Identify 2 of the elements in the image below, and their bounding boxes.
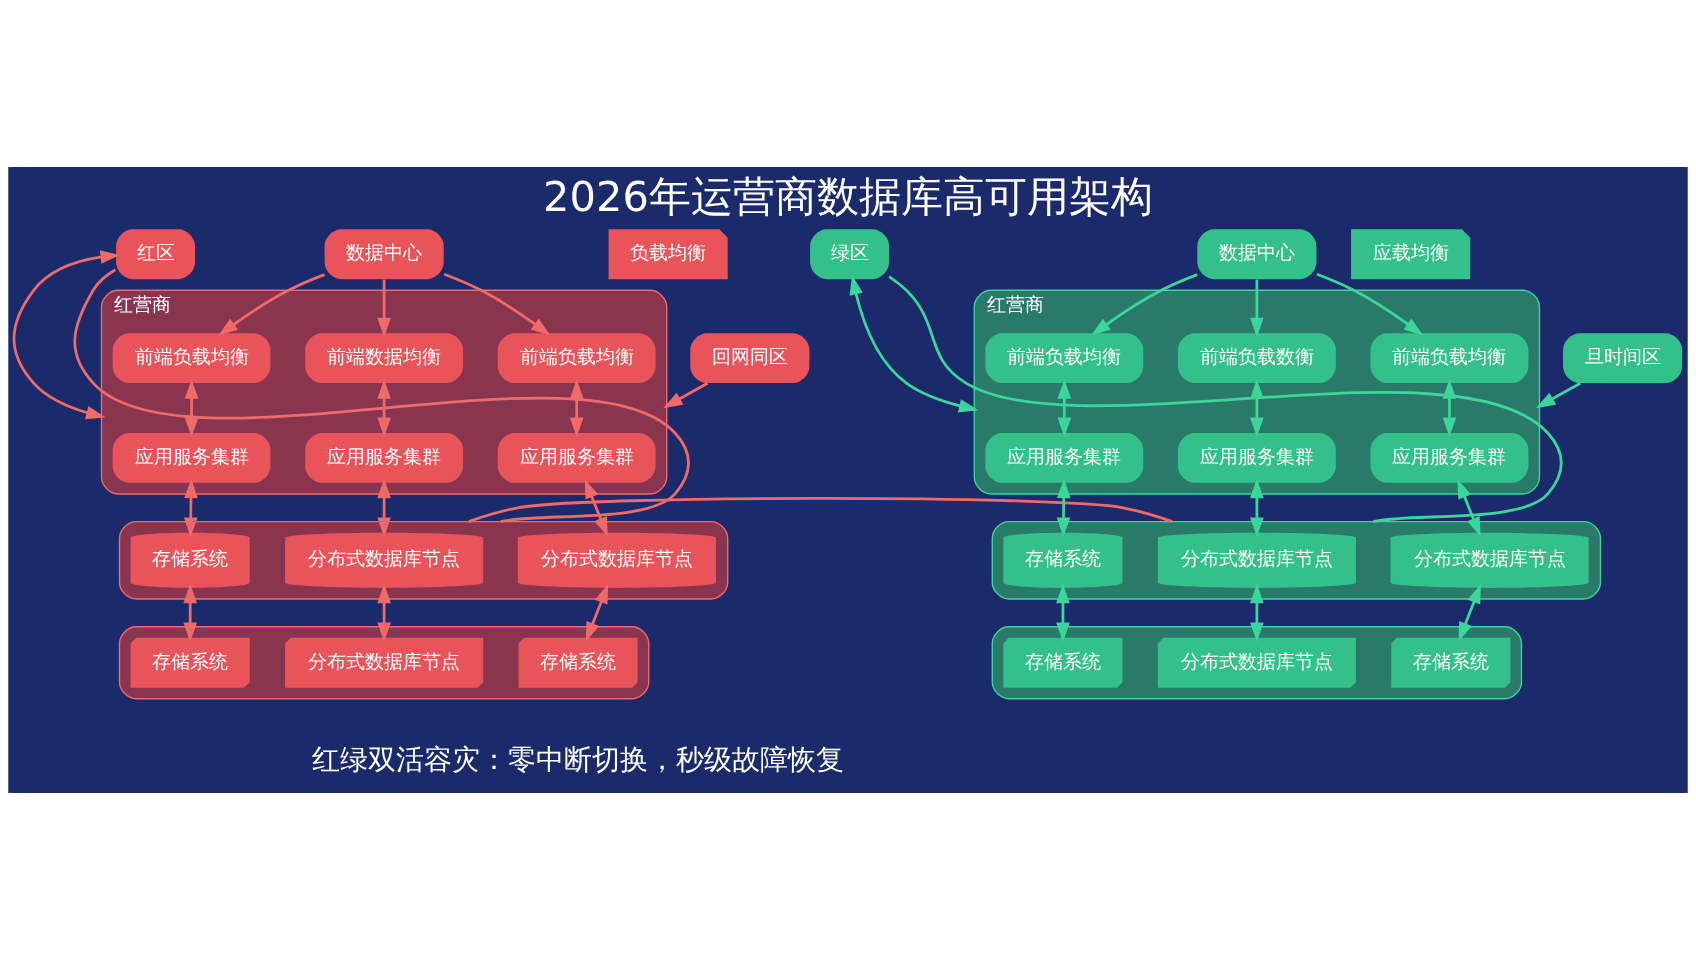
caption: 红绿双活容灾：零中断切换，秒级故障恢复 [312, 743, 845, 777]
diagram-title: 2026年运营商数据库高可用架构 [543, 172, 1153, 222]
